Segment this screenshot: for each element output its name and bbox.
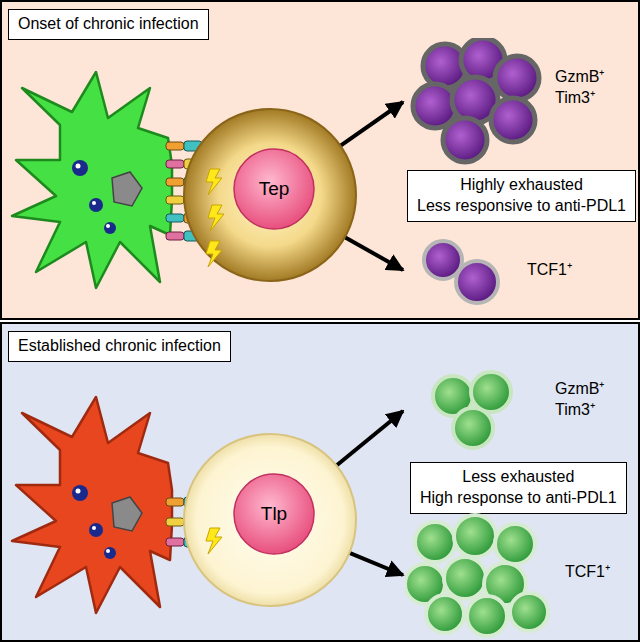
t-cell: Tep <box>182 107 358 283</box>
population-label: GzmB⁺ Tim3⁺ <box>555 67 604 109</box>
top-panel <box>1 1 639 319</box>
arrow <box>343 236 403 270</box>
box-label: Established chronic infection <box>18 337 221 354</box>
cell-cluster: TCF1⁺ <box>405 512 633 638</box>
cell-group <box>405 38 633 166</box>
arrow <box>348 552 403 575</box>
status-box: Highly exhausted Less responsive to anti… <box>407 170 636 222</box>
box-label: Less exhausted High response to anti-PDL… <box>420 468 617 506</box>
cell-cluster: TCF1⁺ <box>405 230 633 310</box>
dendritic-cell <box>12 397 172 613</box>
panel-heading: Onset of chronic infection <box>8 9 209 40</box>
arrow <box>335 411 403 467</box>
population-label: TCF1⁺ <box>565 562 610 583</box>
dendritic-cell <box>12 72 172 288</box>
population-label: GzmB⁺ Tim3⁺ <box>555 379 604 421</box>
cell-cluster: GzmB⁺ Tim3⁺ <box>405 38 633 166</box>
panel-heading: Established chronic infection <box>8 331 231 362</box>
t-cell: Tlp <box>182 432 358 608</box>
bottom-panel <box>1 323 639 641</box>
arrow <box>339 102 403 147</box>
cell-label: Tep <box>259 177 290 202</box>
status-box: Less exhausted High response to anti-PDL… <box>410 462 627 514</box>
cell-cluster: GzmB⁺ Tim3⁺ <box>405 368 633 454</box>
cell-label: Tlp <box>261 502 287 527</box>
cell-group <box>405 230 633 310</box>
box-label: Highly exhausted Less responsive to anti… <box>417 176 626 214</box>
box-label: Onset of chronic infection <box>18 15 199 32</box>
population-label: TCF1⁺ <box>527 260 572 281</box>
